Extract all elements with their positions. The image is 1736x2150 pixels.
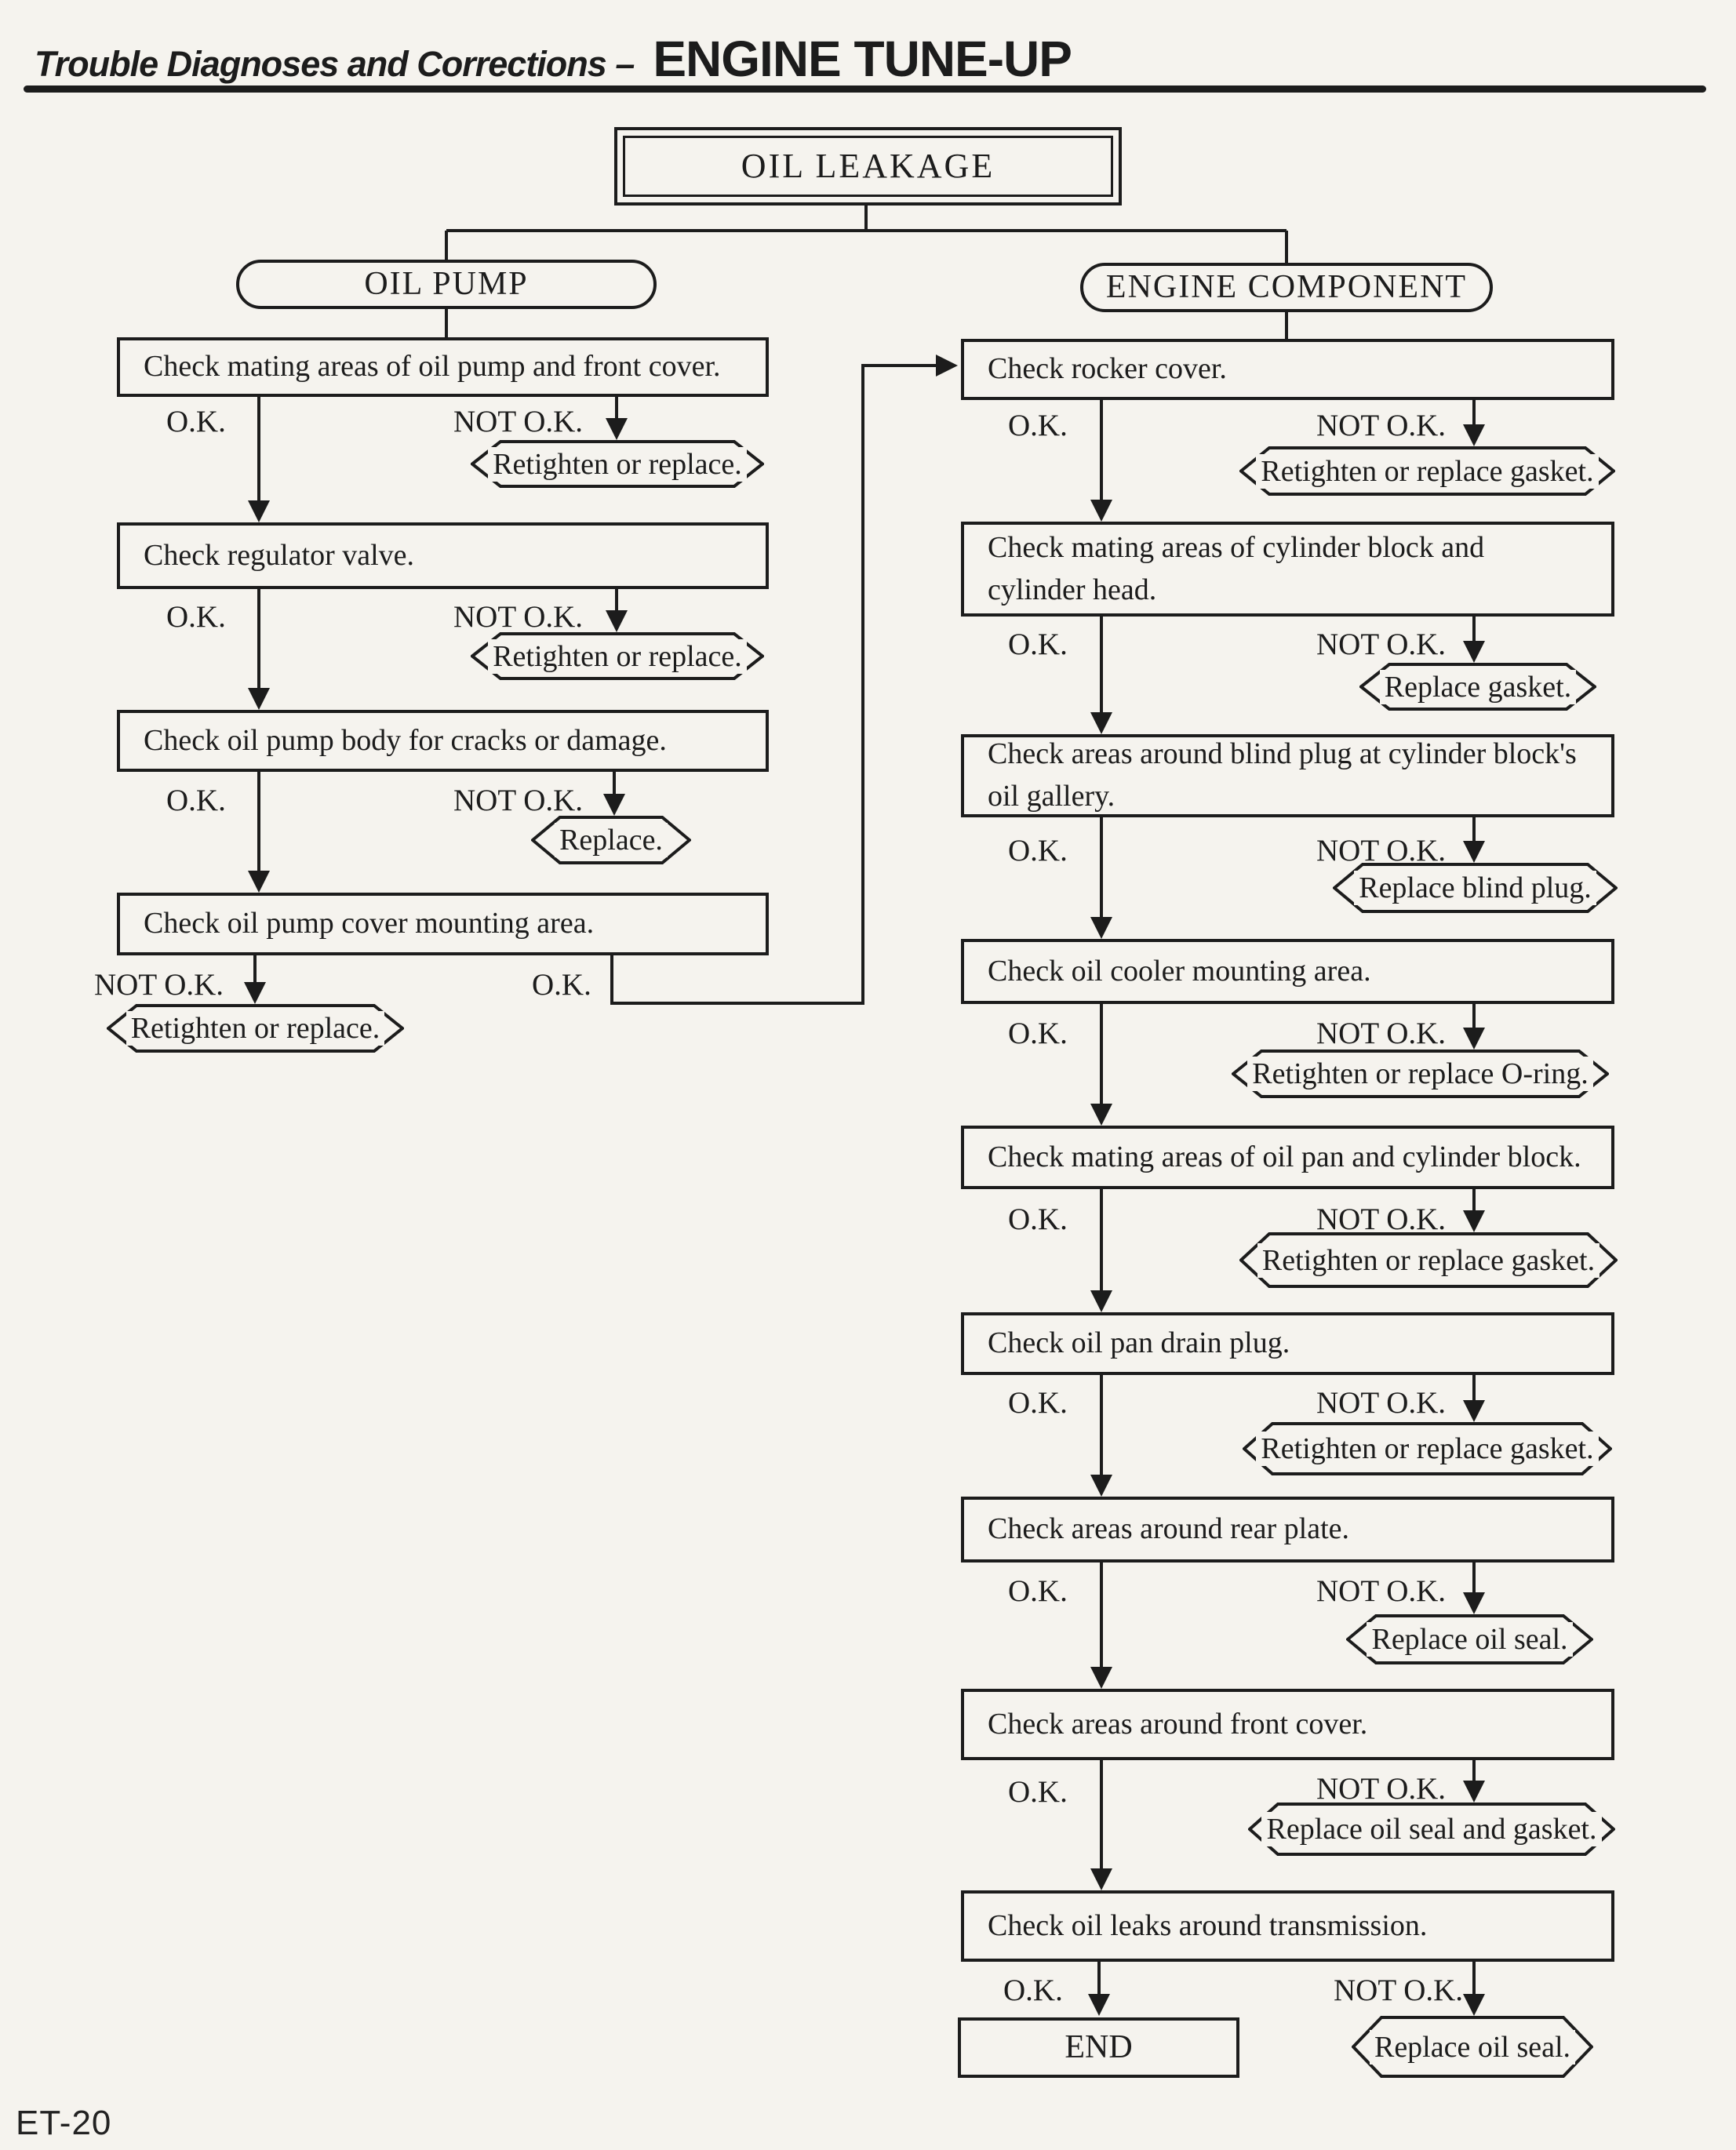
root-box-oil-leakage: OIL LEAKAGE	[614, 127, 1122, 206]
label-not-ok: NOT O.K.	[1334, 1974, 1464, 2007]
label-not-ok: NOT O.K.	[1316, 1386, 1447, 1420]
label-ok: O.K.	[166, 405, 226, 438]
label-not-ok: NOT O.K.	[1316, 409, 1447, 442]
step-box-transmission: Check oil leaks around transmission.	[961, 1890, 1614, 1962]
label-ok: O.K.	[1008, 628, 1068, 661]
step-box-oil-cooler: Check oil cooler mounting area.	[961, 939, 1614, 1004]
label-not-ok: NOT O.K.	[453, 405, 584, 438]
label-not-ok: NOT O.K.	[1316, 1772, 1447, 1806]
label-ok: O.K.	[1008, 1202, 1068, 1236]
result-hex-retighten-replace-3: Retighten or replace.	[107, 1004, 404, 1053]
step-box-oil-pump-cover: Check oil pump cover mounting area.	[117, 893, 769, 955]
step-box-blind-plug: Check areas around blind plug at cylinde…	[961, 734, 1614, 817]
result-hex-replace: Replace.	[531, 816, 691, 864]
page-number: ET-20	[16, 2104, 112, 2142]
step-box-rear-plate: Check areas around rear plate.	[961, 1497, 1614, 1562]
step-box-oil-pump-body: Check oil pump body for cracks or damage…	[117, 710, 769, 772]
result-hex-retighten-replace-gasket-3: Retighten or replace gasket.	[1243, 1422, 1612, 1475]
label-ok: O.K.	[532, 968, 591, 1002]
result-hex-replace-oil-seal-2: Replace oil seal.	[1352, 2016, 1593, 2078]
branch-pill-oil-pump: OIL PUMP	[236, 260, 657, 309]
root-box-inner-border	[623, 136, 1113, 197]
step-box-cylinder-block-head: Check mating areas of cylinder block and…	[961, 522, 1614, 617]
label-not-ok: NOT O.K.	[94, 968, 224, 1002]
label-not-ok: NOT O.K.	[1316, 628, 1447, 661]
step-box-rocker-cover: Check rocker cover.	[961, 339, 1614, 400]
page-header: Trouble Diagnoses and Corrections – ENGI…	[35, 30, 1072, 88]
result-hex-replace-oil-seal-1: Replace oil seal.	[1346, 1614, 1593, 1664]
label-ok: O.K.	[166, 784, 226, 817]
result-hex-retighten-replace-gasket-1: Retighten or replace gasket.	[1239, 446, 1615, 496]
label-ok: O.K.	[1008, 1574, 1068, 1608]
result-hex-replace-blind-plug: Replace blind plug.	[1333, 863, 1618, 913]
label-not-ok: NOT O.K.	[453, 784, 584, 817]
result-hex-retighten-replace-2: Retighten or replace.	[471, 632, 764, 680]
label-not-ok: NOT O.K.	[453, 600, 584, 634]
label-not-ok: NOT O.K.	[1316, 1574, 1447, 1608]
step-box-oil-pan-cylinder-block: Check mating areas of oil pan and cylind…	[961, 1126, 1614, 1189]
step-box-oil-pan-drain-plug: Check oil pan drain plug.	[961, 1312, 1614, 1375]
header-rule	[24, 85, 1706, 93]
result-hex-replace-gasket: Replace gasket.	[1359, 663, 1596, 711]
label-ok: O.K.	[1008, 1017, 1068, 1050]
label-ok: O.K.	[1003, 1974, 1063, 2007]
result-hex-retighten-replace-o-ring: Retighten or replace O-ring.	[1232, 1050, 1609, 1098]
label-ok: O.K.	[166, 600, 226, 634]
step-box-oil-pump-front-cover: Check mating areas of oil pump and front…	[117, 337, 769, 397]
label-ok: O.K.	[1008, 1775, 1068, 1809]
step-box-regulator-valve: Check regulator valve.	[117, 522, 769, 589]
result-hex-retighten-replace-gasket-2: Retighten or replace gasket.	[1239, 1232, 1618, 1288]
result-hex-retighten-replace-1: Retighten or replace.	[471, 440, 764, 488]
label-ok: O.K.	[1008, 409, 1068, 442]
end-box: END	[958, 2017, 1239, 2078]
header-chapter-title: ENGINE TUNE-UP	[653, 31, 1072, 87]
label-not-ok: NOT O.K.	[1316, 1017, 1447, 1050]
branch-pill-engine-component: ENGINE COMPONENT	[1080, 263, 1493, 312]
label-ok: O.K.	[1008, 1386, 1068, 1420]
label-ok: O.K.	[1008, 834, 1068, 868]
label-not-ok: NOT O.K.	[1316, 1202, 1447, 1236]
header-section-title: Trouble Diagnoses and Corrections –	[35, 44, 635, 84]
result-hex-replace-oil-seal-and-gasket: Replace oil seal and gasket.	[1248, 1803, 1615, 1856]
label-not-ok: NOT O.K.	[1316, 834, 1447, 868]
step-box-front-cover: Check areas around front cover.	[961, 1689, 1614, 1760]
